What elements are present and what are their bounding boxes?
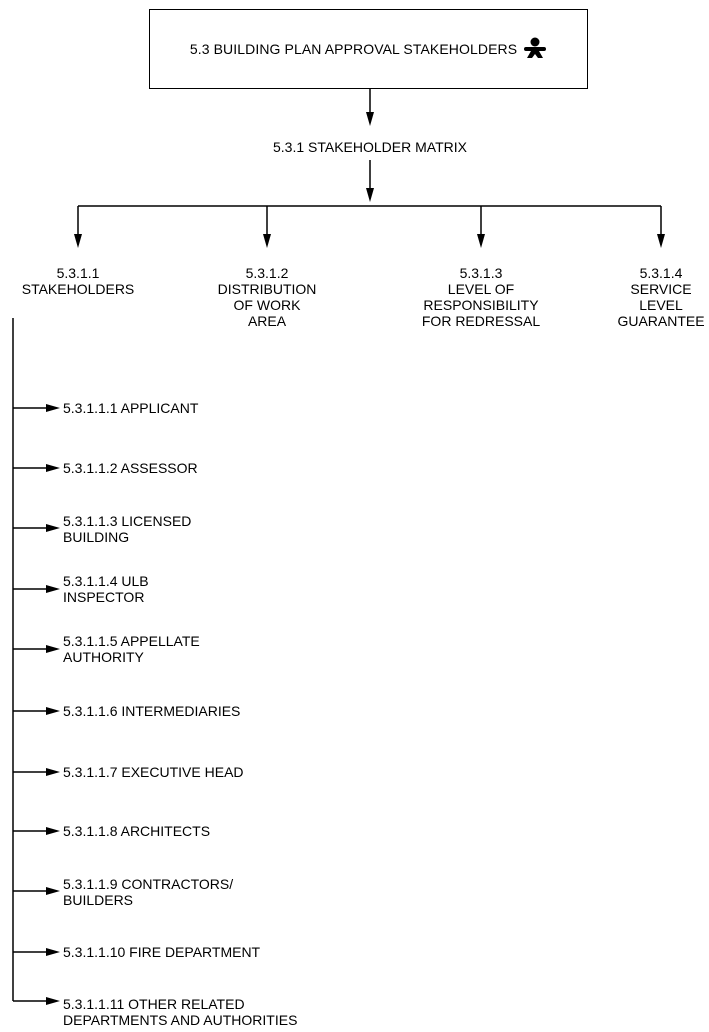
root-node-box: 5.3 BUILDING PLAN APPROVAL STAKEHOLDERS	[149, 9, 588, 89]
root-to-matrix-arrowhead	[366, 112, 374, 126]
stakeholder-arrowhead	[46, 464, 60, 472]
stakeholder-licensed-building-label: 5.3.1.1.3 LICENSED BUILDING	[63, 513, 192, 545]
stakeholder-arrowhead	[46, 948, 60, 956]
stakeholder-contractors-builders-label: 5.3.1.1.9 CONTRACTORS/ BUILDERS	[63, 876, 234, 908]
stakeholder-arrowhead	[46, 827, 60, 835]
matrix-to-bar-arrowhead	[366, 188, 374, 202]
stakeholder-arrowhead	[46, 404, 60, 412]
stakeholder-executive-head-label: 5.3.1.1.7 EXECUTIVE HEAD	[63, 764, 244, 780]
branch-stakeholders-label: 5.3.1.1 STAKEHOLDERS	[21, 265, 135, 297]
stakeholder-architects-label: 5.3.1.1.8 ARCHITECTS	[63, 823, 211, 839]
branch-service-level-label: 5.3.1.4 SERVICE LEVEL GUARANTEE	[617, 265, 705, 329]
matrix-node-label: 5.3.1 STAKEHOLDER MATRIX	[273, 139, 467, 155]
stakeholder-intermediaries-label: 5.3.1.1.6 INTERMEDIARIES	[63, 703, 241, 719]
stakeholder-arrowhead	[46, 887, 60, 895]
branch-responsibility-label: 5.3.1.3 LEVEL OF RESPONSIBILITY FOR REDR…	[421, 265, 541, 329]
stakeholder-logo-icon	[524, 37, 547, 58]
stakeholder-arrowhead	[46, 768, 60, 776]
branch-distribution-label: 5.3.1.2 DISTRIBUTION OF WORK AREA	[217, 265, 317, 329]
stakeholder-arrowhead	[46, 997, 60, 1005]
stakeholder-arrowhead	[46, 645, 60, 653]
stakeholder-applicant-label: 5.3.1.1.1 APPLICANT	[63, 400, 199, 416]
branch-responsibility-arrowhead	[477, 234, 485, 248]
stakeholder-appellate-authority-label: 5.3.1.1.5 APPELLATE AUTHORITY	[63, 633, 200, 665]
branch-stakeholders-arrowhead	[74, 234, 82, 248]
root-node-title: 5.3 BUILDING PLAN APPROVAL STAKEHOLDERS	[189, 41, 518, 57]
stakeholder-arrowhead	[46, 524, 60, 532]
branch-service-level-arrowhead	[657, 234, 665, 248]
stakeholder-arrowhead	[46, 707, 60, 715]
stakeholder-assessor-label: 5.3.1.1.2 ASSESSOR	[63, 460, 198, 476]
stakeholder-ulb-inspector-label: 5.3.1.1.4 ULB INSPECTOR	[63, 573, 149, 605]
stakeholder-other-departments-label: 5.3.1.1.11 OTHER RELATED DEPARTMENTS AND…	[63, 996, 298, 1028]
branch-distribution-arrowhead	[263, 234, 271, 248]
stakeholder-arrowhead	[46, 585, 60, 593]
stakeholder-fire-department-label: 5.3.1.1.10 FIRE DEPARTMENT	[63, 944, 261, 960]
